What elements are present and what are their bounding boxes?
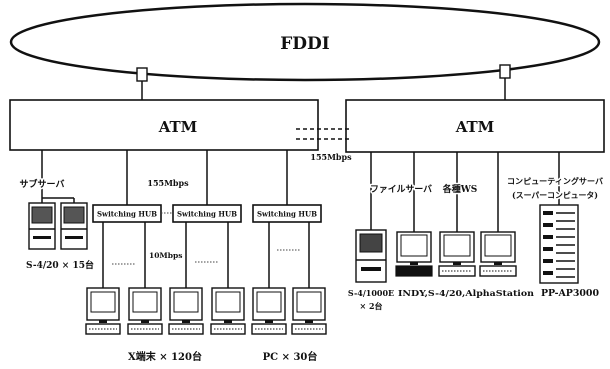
workstation-caption: INDY,S-4/20,AlphaStation — [398, 289, 534, 299]
monitor-case — [481, 232, 515, 262]
file-server-icon — [356, 230, 386, 282]
monitor-stand — [224, 320, 232, 323]
file-server-label: ファイルサーバ — [370, 184, 432, 195]
monitor-stand — [182, 320, 190, 323]
monitor-stand — [99, 320, 107, 323]
monitor-case — [253, 288, 285, 320]
monitor-case — [129, 288, 161, 320]
keyboard — [292, 324, 326, 334]
server-screen — [360, 234, 382, 252]
monitor-stand — [305, 320, 313, 323]
rack-module — [543, 211, 553, 215]
monitor-case — [440, 232, 474, 262]
pc-icon — [252, 288, 286, 334]
x-terminal-icon — [211, 288, 245, 334]
keyboard — [169, 324, 203, 334]
rack-module — [543, 247, 553, 251]
sub-server-bracket — [42, 198, 74, 203]
network-connector-icon — [500, 65, 510, 78]
rack-module — [543, 235, 553, 239]
switching-hub-3-label: Switching HUB — [257, 210, 317, 219]
hub-uplink-speed-label: 155Mbps — [147, 178, 189, 188]
monitor-stand — [410, 262, 418, 265]
server-tower-icon — [29, 203, 55, 249]
workstation-icon — [480, 232, 516, 276]
computing-server-caption: PP-AP3000 — [541, 289, 599, 299]
x-terminal-icon — [169, 288, 203, 334]
computing-server-sublabel: (スーパーコンピュータ) — [512, 190, 598, 200]
monitor-case — [212, 288, 244, 320]
server-drive-slot — [361, 267, 381, 271]
monitor-case — [397, 232, 431, 262]
workstation-label: 各種WS — [442, 183, 478, 195]
file-server-caption: S-4/1000E — [348, 288, 394, 298]
monitor-stand — [141, 320, 149, 323]
keyboard — [252, 324, 286, 334]
interlink-speed-label: 155Mbps — [310, 152, 352, 162]
monitor-case — [170, 288, 202, 320]
atm-left-label: ATM — [158, 118, 198, 136]
x-terminal-icon — [128, 288, 162, 334]
rack-module — [543, 223, 553, 227]
network-connector-icon — [137, 68, 147, 81]
server-tower-icon — [61, 203, 87, 249]
x-terminal-caption: X端末 × 120台 — [128, 350, 202, 363]
server-screen — [64, 207, 84, 223]
keyboard — [211, 324, 245, 334]
pc-icon — [292, 288, 326, 334]
hub-downlink-speed-label: 10Mbps — [149, 251, 182, 260]
keyboard — [396, 266, 432, 276]
switching-hub-1-label: Switching HUB — [97, 210, 157, 219]
monitor-stand — [453, 262, 461, 265]
computing-server-label: コンピューティングサーバ — [507, 176, 603, 186]
server-drive-slot — [33, 236, 51, 239]
monitor-stand — [494, 262, 502, 265]
keyboard — [86, 324, 120, 334]
server-drive-slot — [65, 236, 83, 239]
keyboard — [128, 324, 162, 334]
sub-server-caption: S-4/20 × 15台 — [26, 259, 94, 271]
switching-hub-2-label: Switching HUB — [177, 210, 237, 219]
x-terminal-icon — [86, 288, 120, 334]
atm-right-label: ATM — [455, 118, 495, 136]
rack-module — [543, 271, 553, 275]
fddi-label: FDDI — [280, 34, 330, 54]
workstation-icon — [396, 232, 432, 276]
monitor-case — [87, 288, 119, 320]
monitor-stand — [265, 320, 273, 323]
file-server-count: × 2台 — [359, 301, 382, 311]
server-screen — [32, 207, 52, 223]
sub-server-label: サブサーバ — [20, 178, 65, 190]
rack-module — [543, 259, 553, 263]
supercomputer-rack-icon — [540, 205, 578, 283]
pc-caption: PC × 30台 — [263, 350, 318, 363]
monitor-case — [293, 288, 325, 320]
workstation-icon — [439, 232, 475, 276]
